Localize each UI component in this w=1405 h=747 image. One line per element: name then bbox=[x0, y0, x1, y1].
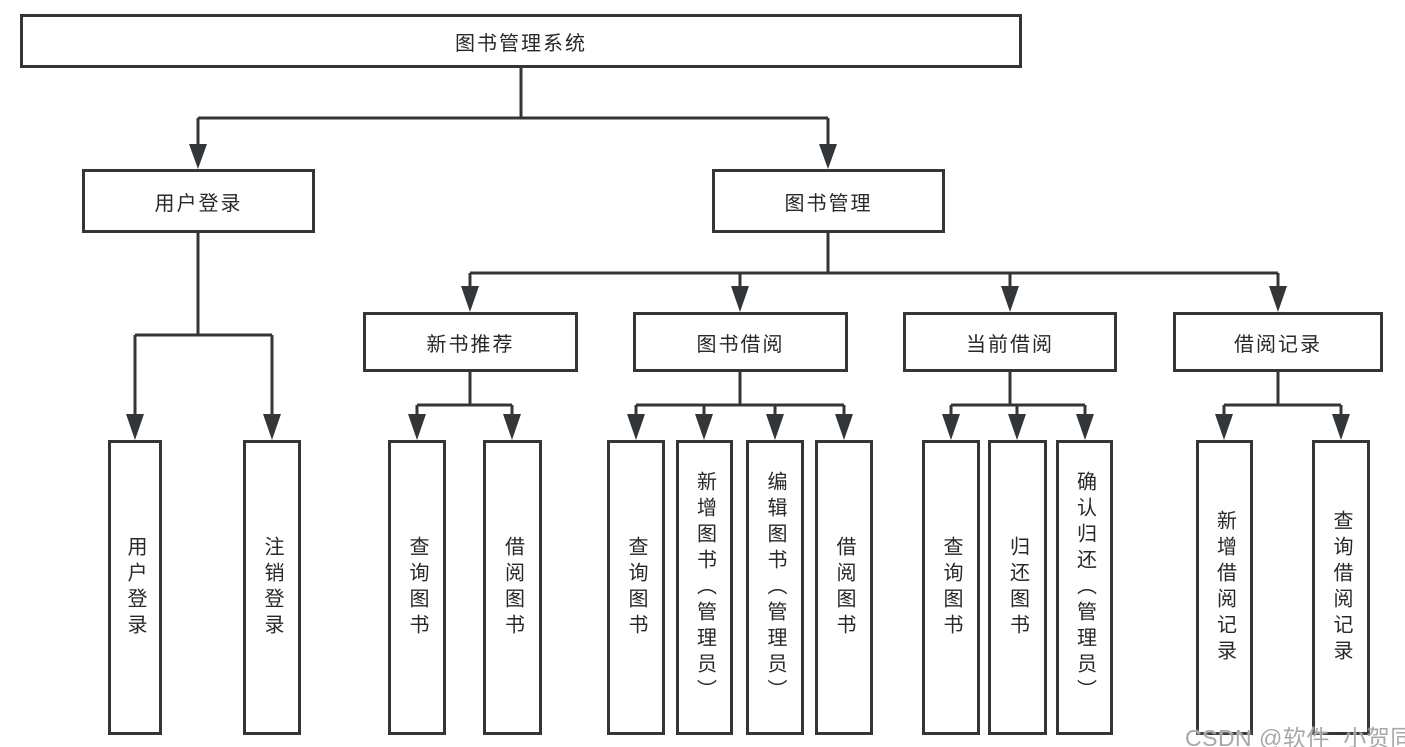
leaf-nb-borrow-books: 借阅图书 bbox=[483, 440, 542, 735]
leaf-nb-query-books: 查询图书 bbox=[388, 440, 446, 735]
leaf-cb-query-books: 查询图书 bbox=[922, 440, 980, 735]
node-current-borrow: 当前借阅 bbox=[903, 312, 1117, 372]
leaf-br-query-record: 查询借阅记录 bbox=[1312, 440, 1370, 735]
node-book-borrow: 图书借阅 bbox=[633, 312, 848, 372]
leaf-bb-borrow-books: 借阅图书 bbox=[815, 440, 873, 735]
leaf-user-login: 用户登录 bbox=[108, 440, 162, 735]
leaf-bb-add-books-admin: 新增图书（管理员） bbox=[676, 440, 733, 735]
leaf-cb-confirm-return-admin: 确认归还（管理员） bbox=[1056, 440, 1113, 735]
leaf-bb-edit-books-admin: 编辑图书（管理员） bbox=[746, 440, 804, 735]
node-book-management: 图书管理 bbox=[712, 169, 945, 233]
node-borrow-records: 借阅记录 bbox=[1173, 312, 1383, 372]
leaf-cb-return-books: 归还图书 bbox=[988, 440, 1047, 735]
node-new-book-recommend: 新书推荐 bbox=[363, 312, 578, 372]
leaf-br-add-record: 新增借阅记录 bbox=[1196, 440, 1253, 735]
node-root: 图书管理系统 bbox=[20, 14, 1022, 68]
leaf-logout: 注销登录 bbox=[243, 440, 301, 735]
csdn-watermark: CSDN @软件_小贺同学 bbox=[1185, 725, 1405, 747]
node-user-login: 用户登录 bbox=[82, 169, 315, 233]
arrowheads bbox=[126, 144, 1350, 440]
leaf-bb-query-books: 查询图书 bbox=[607, 440, 665, 735]
